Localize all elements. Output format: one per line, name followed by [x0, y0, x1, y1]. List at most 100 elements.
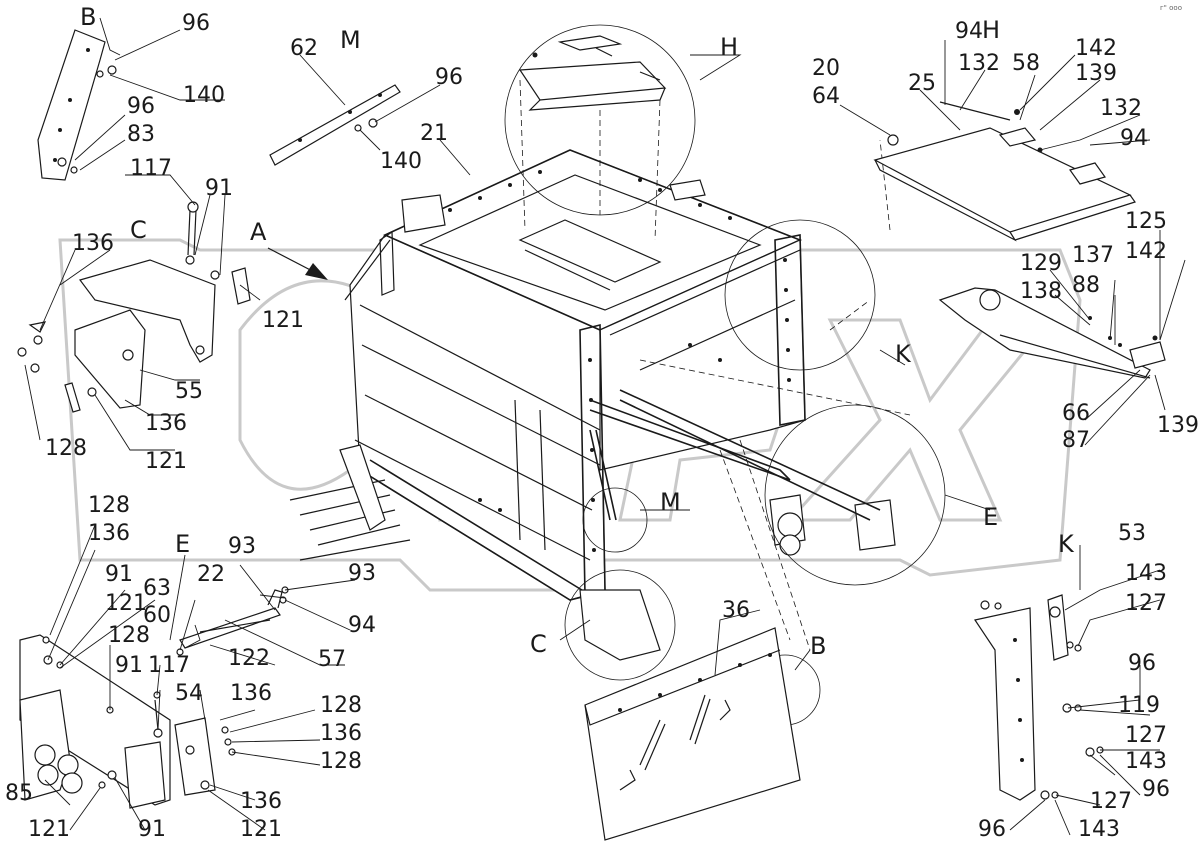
callout-label: 96: [1142, 777, 1170, 802]
callout-label: 91: [205, 176, 233, 201]
callout-label: 96: [1128, 651, 1156, 676]
callout-label: 121: [240, 817, 282, 842]
callout-label: 127: [1125, 591, 1167, 616]
callout-label: 121: [145, 449, 187, 474]
bracket-c-left: [17, 201, 251, 413]
callout-label: E: [983, 503, 998, 531]
callout-label: 121: [262, 308, 304, 333]
callout-label: 138: [1020, 279, 1062, 304]
callout-label: 93: [348, 561, 376, 586]
callout-label: E: [175, 530, 190, 558]
callout-label: 94: [955, 19, 983, 44]
callout-label: 122: [228, 646, 270, 671]
cover-plate-25: [873, 101, 1136, 242]
callout-label: 96: [978, 817, 1006, 842]
main-frame-assembly: [289, 149, 896, 661]
callout-label: 125: [1125, 209, 1167, 234]
callout-label: B: [810, 632, 826, 660]
callout-label: 136: [320, 721, 362, 746]
callout-label: 117: [148, 653, 190, 678]
callout-label: C: [130, 216, 147, 244]
callout-label: 136: [240, 789, 282, 814]
callout-label: 132: [958, 51, 1000, 76]
callout-label: 129: [1020, 251, 1062, 276]
callout-label: 128: [320, 749, 362, 774]
callout-label: 36: [722, 598, 750, 623]
frame-holes: [448, 170, 791, 552]
assembly-e-parts: [176, 586, 289, 656]
callout-label: 85: [5, 781, 33, 806]
callout-label: 94: [1120, 126, 1148, 151]
lower-left-beam: [19, 634, 236, 809]
callout-label: K: [895, 340, 912, 368]
callout-label: 87: [1062, 428, 1090, 453]
callout-label: 121: [28, 817, 70, 842]
callout-label: 128: [88, 493, 130, 518]
callout-label: 143: [1078, 817, 1120, 842]
callout-label: 137: [1072, 243, 1114, 268]
callout-label: 140: [183, 83, 225, 108]
callout-label: 143: [1125, 749, 1167, 774]
callout-label: 143: [1125, 561, 1167, 586]
callout-label: 96: [182, 11, 210, 36]
callout-label: 20: [812, 56, 840, 81]
callout-label: 139: [1157, 413, 1199, 438]
callout-label: M: [340, 26, 361, 54]
callout-label: 83: [127, 122, 155, 147]
plate-b-top-left: [37, 29, 117, 181]
callout-label: H: [720, 33, 738, 61]
callout-label: 142: [1075, 36, 1117, 61]
callout-label: 128: [45, 436, 87, 461]
callout-label: 64: [812, 84, 840, 109]
callout-label: 91: [105, 562, 133, 587]
callout-label: 25: [908, 71, 936, 96]
callout-label: 136: [72, 231, 114, 256]
callout-labels: B 96 140 96 83 117 91 C 136 A 121 55 136…: [5, 3, 1199, 842]
corner-mark: г" ооо: [1160, 4, 1182, 12]
callout-label: 60: [143, 603, 171, 628]
detail-k-parts: [974, 594, 1104, 801]
callout-label: 96: [435, 65, 463, 90]
panel-36: [584, 627, 801, 841]
callout-label: 91: [138, 817, 166, 842]
callout-label: B: [80, 3, 96, 31]
callout-label: 21: [420, 121, 448, 146]
callout-label: 54: [175, 681, 203, 706]
detail-h-cover: [518, 35, 667, 111]
callout-label: 117: [130, 156, 172, 181]
callout-label: H: [982, 16, 1000, 44]
callout-label: 136: [88, 521, 130, 546]
callout-label: 91: [115, 653, 143, 678]
rod-62: [269, 84, 401, 166]
callout-label: 121: [105, 591, 147, 616]
callout-label: 57: [318, 647, 346, 672]
callout-label: 127: [1090, 789, 1132, 814]
callout-label: 62: [290, 36, 318, 61]
callout-label: 119: [1118, 693, 1160, 718]
callout-label: 66: [1062, 401, 1090, 426]
leader-lines: [24, 17, 1186, 836]
callout-label: 128: [320, 693, 362, 718]
callout-label: A: [250, 218, 267, 246]
right-bracket-assembly: [938, 287, 1166, 379]
callout-label: 93: [228, 534, 256, 559]
callout-label: 127: [1125, 723, 1167, 748]
callout-label: M: [660, 488, 681, 516]
callout-label: 63: [143, 576, 171, 601]
callout-label: 132: [1100, 96, 1142, 121]
callout-label: 140: [380, 149, 422, 174]
callout-label: 128: [108, 623, 150, 648]
callout-label: K: [1058, 530, 1075, 558]
callout-label: C: [530, 630, 547, 658]
arrowhead-icon: [305, 263, 328, 280]
callout-label: 94: [348, 613, 376, 638]
projection-lines: [519, 79, 911, 651]
callout-label: 142: [1125, 239, 1167, 264]
callout-label: 136: [230, 681, 272, 706]
callout-label: 139: [1075, 61, 1117, 86]
callout-label: 58: [1012, 51, 1040, 76]
callout-label: 96: [127, 94, 155, 119]
arrow-a: [267, 247, 328, 280]
